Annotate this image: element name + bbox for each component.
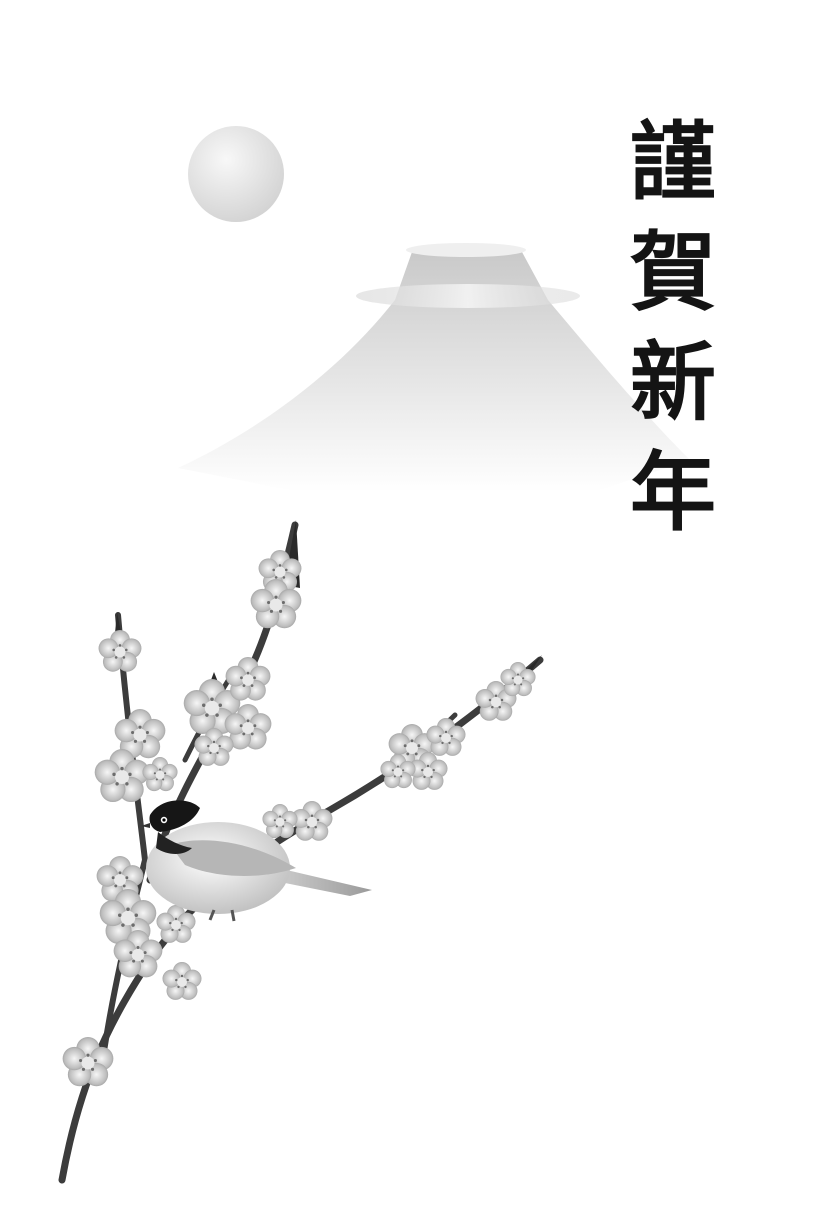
branch-buds <box>112 520 542 700</box>
greeting-text: 謹 賀 新 年 <box>618 108 728 548</box>
cloud <box>356 284 580 308</box>
mount-fuji <box>178 243 690 492</box>
greeting-char-4: 年 <box>630 442 716 543</box>
sun <box>188 126 284 222</box>
greeting-char-3: 新 <box>630 332 716 433</box>
greeting-char-2: 賀 <box>630 222 716 323</box>
plum-blossoms <box>62 550 536 1087</box>
plum-branch <box>58 521 544 1184</box>
greeting-char-1: 謹 <box>630 112 716 213</box>
bird <box>141 800 372 922</box>
